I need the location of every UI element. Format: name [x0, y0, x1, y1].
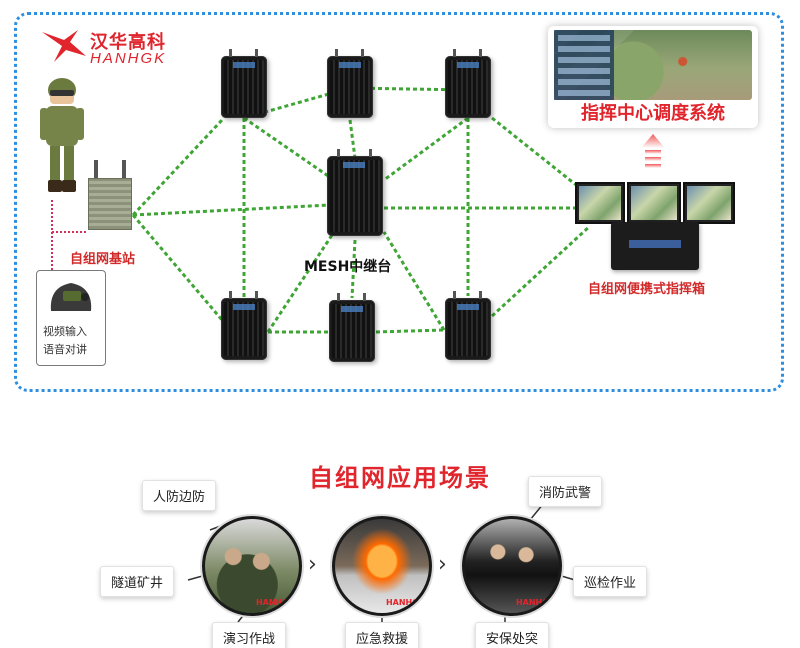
soldier-icon — [36, 76, 88, 196]
screen-sidebar — [554, 30, 614, 100]
link — [382, 231, 446, 331]
base-station-device — [88, 160, 132, 230]
scenario-civil-border-defense: 人防边防 — [142, 480, 217, 511]
link — [131, 118, 224, 217]
scenario-tunnel-mine: 隧道矿井 — [100, 566, 175, 597]
link — [132, 203, 331, 217]
scenario-photo-soldiers: HANHGK — [202, 516, 302, 616]
link — [348, 119, 357, 159]
scenario-photo-fire: HANHGK — [332, 516, 432, 616]
scenario-photo-police: HANHGK — [462, 516, 562, 616]
mesh-radio-node — [445, 291, 491, 360]
uplink-arrow — [641, 134, 665, 168]
scenario-exercise-combat: 演习作战 — [212, 622, 287, 648]
watermark-logo-icon: HANHGK — [515, 598, 555, 607]
link — [375, 328, 445, 334]
chevron-right-icon: › — [308, 552, 317, 577]
link — [131, 214, 224, 321]
camera-line-voice: 语音对讲 — [43, 343, 87, 356]
hawk-logo-icon — [42, 30, 86, 62]
scenario-patrol-inspection: 巡检作业 — [573, 566, 648, 597]
head-camera-icon — [50, 283, 92, 311]
network-diagram-frame — [14, 12, 784, 392]
link — [243, 116, 335, 182]
watermark-logo-icon: HANHGK — [385, 598, 425, 607]
link — [350, 239, 357, 299]
command-center-screen: 指挥中心调度系统 — [548, 26, 758, 128]
command-box-label: 自组网便携式指挥箱 — [588, 282, 706, 297]
scenario-emergency-rescue: 应急救援 — [345, 622, 420, 648]
watermark-logo-icon: HANHGK — [255, 598, 295, 607]
scenario-security-emergency: 安保处突 — [475, 622, 550, 648]
mesh-radio-node — [221, 291, 267, 360]
brand-name-en: HANHGK — [90, 50, 167, 67]
base-station-label: 自组网基站 — [70, 252, 136, 267]
mesh-radio-node — [445, 49, 491, 118]
link — [490, 224, 592, 318]
link — [383, 116, 469, 182]
camera-intercom-box: 视频输入 语音对讲 — [36, 270, 106, 366]
camera-line-video: 视频输入 — [43, 325, 87, 338]
brand-name-cn: 汉华高科 — [90, 32, 166, 53]
chevron-right-icon: › — [438, 552, 447, 577]
scenario-fire-armed-police: 消防武警 — [528, 476, 603, 507]
command-center-label: 指挥中心调度系统 — [581, 103, 725, 124]
mesh-radio-node — [221, 49, 267, 118]
link — [266, 231, 336, 333]
brand-logo: 汉华高科 HANHGK — [40, 26, 210, 71]
mesh-radio-node — [329, 293, 375, 362]
mesh-radio-node — [327, 49, 373, 118]
applications-title: 自组网应用场景 — [309, 464, 491, 492]
relay-label: MESH中继台 — [304, 259, 392, 275]
portable-command-box — [575, 182, 735, 272]
mesh-relay-main — [327, 149, 383, 236]
